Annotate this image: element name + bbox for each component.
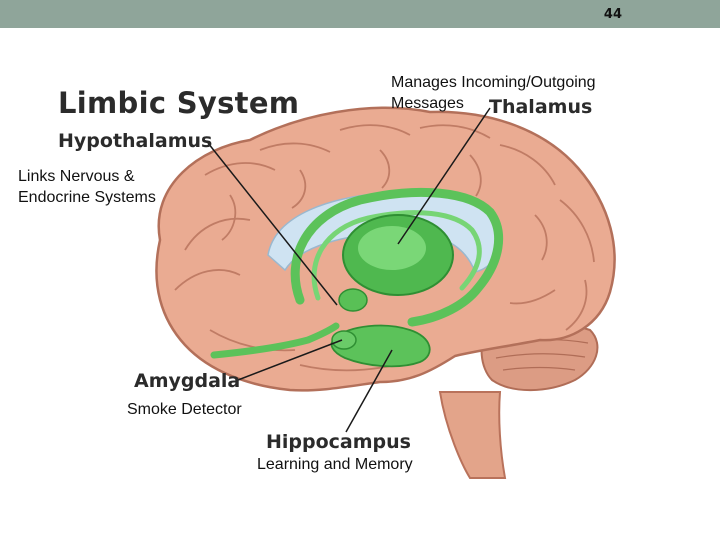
label-thalamus: Thalamus [489,96,593,118]
note-hypothalamus-line1: Links Nervous & [18,168,135,185]
note-thalamus-line1: Manages Incoming/Outgoing [391,74,596,91]
label-hypothalamus: Hypothalamus [58,130,213,152]
note-hypothalamus-line2: Endocrine Systems [18,189,156,206]
note-amygdala: Smoke Detector [127,401,242,418]
brain-stem [438,391,507,479]
label-hippocampus: Hippocampus [266,431,411,453]
note-thalamus-line2: Messages [391,95,464,112]
label-amygdala: Amygdala [134,370,241,392]
pointer-hypothalamus [207,142,338,306]
note-hypothalamus: Links Nervous & Endocrine Systems [18,166,156,208]
hippocampus-region [330,324,431,368]
header-bar [0,0,720,28]
olfactory-tract [210,322,340,359]
note-hippocampus: Learning and Memory [257,456,413,473]
slide-number: 44 [603,7,622,22]
hypothalamus-region [338,288,368,312]
pointer-thalamus [397,107,491,245]
pointer-hippocampus [345,349,393,433]
diagram-title: Limbic System [58,86,300,120]
pointer-amygdala [237,339,343,381]
note-thalamus: Manages Incoming/Outgoing Messages [391,72,596,114]
limbic-arc [290,187,504,327]
amygdala-region [331,330,357,350]
